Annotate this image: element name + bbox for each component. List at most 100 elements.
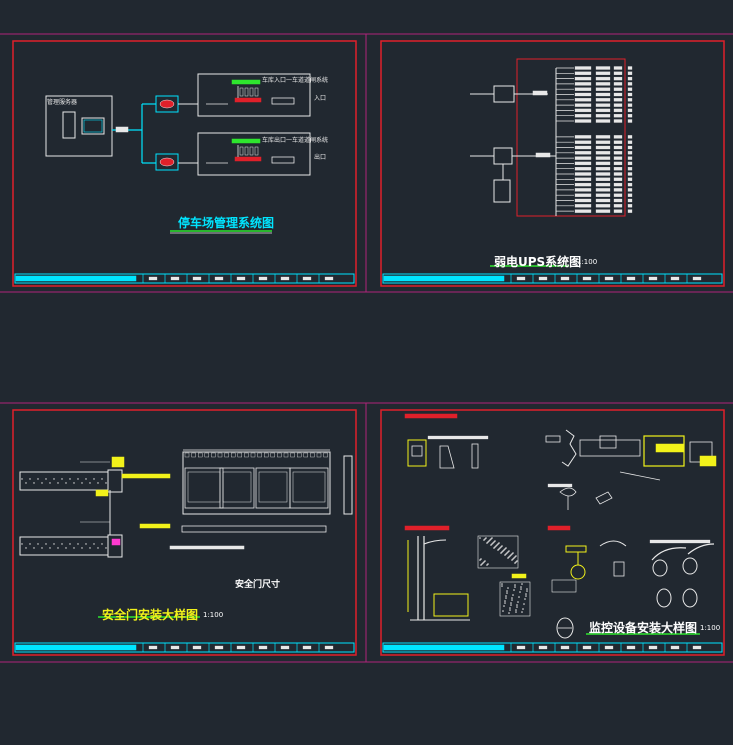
feeder-load <box>627 108 633 113</box>
door-ornament <box>277 452 282 458</box>
hatch-dot <box>49 482 51 484</box>
hatch-dot <box>61 478 63 480</box>
gravel-dot <box>509 609 511 611</box>
feeder-breaker <box>574 98 592 102</box>
gravel-dot <box>511 553 513 555</box>
hatch-dot <box>97 482 99 484</box>
feeder-breaker <box>574 209 592 213</box>
feeder-breaker <box>574 182 592 187</box>
lane-detail <box>239 87 244 97</box>
drawing-frame-1 <box>12 40 357 287</box>
gravel-dot <box>491 537 493 539</box>
door-ornament <box>323 452 328 458</box>
feeder-breaker <box>574 167 592 171</box>
gravel-dot <box>525 595 527 597</box>
feeder-load <box>627 71 633 75</box>
bracket-body <box>411 445 423 457</box>
door-ornament <box>283 452 289 458</box>
gravel-dot <box>495 545 497 547</box>
title-block-band-4 <box>383 644 505 651</box>
door-ornament <box>257 452 262 458</box>
gravel-dot <box>485 537 487 539</box>
gravel-dot <box>506 592 508 594</box>
feeder-breaker <box>574 135 592 139</box>
door-panel-inset <box>187 471 221 503</box>
dome-large-4 <box>682 588 698 608</box>
barrier-arm <box>271 156 295 164</box>
gravel-dot <box>510 602 512 604</box>
feeder-breaker <box>574 108 592 113</box>
gravel-dot <box>490 544 492 546</box>
red-label-2 <box>404 525 450 531</box>
gravel-dot <box>500 546 502 548</box>
ups-label-1 <box>532 90 548 96</box>
gravel-dot <box>509 555 511 557</box>
gravel-dot <box>494 546 496 548</box>
feeder-breaker <box>574 82 592 86</box>
gravel-dot <box>515 611 517 613</box>
door-panel-inset <box>222 471 252 503</box>
door-ornament <box>310 452 315 458</box>
ups-distribution-panel <box>516 58 626 217</box>
barrier-arm <box>271 97 295 105</box>
title-block-text <box>280 276 290 281</box>
feeder-label <box>595 177 611 181</box>
camera-label <box>649 539 711 544</box>
title-block-text <box>170 645 180 650</box>
bracket-label <box>427 435 489 440</box>
ups-unit-2 <box>493 147 513 165</box>
gravel-dot <box>524 598 526 600</box>
feeder-breaker <box>574 140 592 144</box>
feeder-tag <box>613 82 623 86</box>
gravel-dot <box>507 551 509 553</box>
server-tower <box>62 111 76 139</box>
gravel-dot <box>509 607 511 609</box>
server-cabinet <box>45 95 113 157</box>
magenta-mark <box>111 538 121 546</box>
hatch-dot <box>89 547 91 549</box>
feeder-tag <box>613 98 623 102</box>
gravel-dot <box>501 585 503 587</box>
feeder-tag <box>613 135 623 139</box>
title-block-4 <box>382 642 723 653</box>
feeder-load <box>627 188 633 192</box>
feeder-tag <box>613 140 623 144</box>
leader <box>619 471 661 481</box>
lane-detail <box>244 146 249 156</box>
gravel-dot <box>497 543 499 545</box>
feeder-breaker <box>574 172 592 176</box>
hatch-dot <box>81 482 83 484</box>
feeder-label <box>595 172 611 176</box>
feeder-breaker <box>574 198 592 203</box>
hatch-dot <box>29 478 31 480</box>
lane-red-bar <box>234 97 262 103</box>
gravel-dot <box>514 584 516 586</box>
feeder-tag <box>613 119 623 123</box>
feeder-label <box>595 193 611 197</box>
feeder-label <box>595 167 611 171</box>
hatch-dot <box>53 478 55 480</box>
hatch-dot <box>97 547 99 549</box>
title-block-text <box>192 276 202 281</box>
bracket-curve <box>599 540 627 547</box>
lane-detail <box>249 146 254 156</box>
feeder-load <box>627 182 633 187</box>
battery-pack <box>493 179 511 203</box>
feeder-tag <box>613 172 623 176</box>
title-block-text <box>192 645 202 650</box>
gravel-dot <box>521 611 523 613</box>
gravel-dot <box>501 551 503 553</box>
feeder-tag <box>613 66 623 70</box>
gravel-dot <box>512 552 514 554</box>
parking-server-label: 管理服务器 <box>47 99 78 106</box>
title-block-text <box>692 645 702 650</box>
sheet-ups-title: 弱电UPS系统图 <box>494 255 582 269</box>
gravel-dot <box>516 606 518 608</box>
feeder-breaker <box>574 87 592 91</box>
feeder-tag <box>613 87 623 91</box>
gravel-dot <box>522 608 524 610</box>
pole-base <box>433 593 469 617</box>
feeder-label <box>595 92 611 97</box>
camera-dome <box>570 564 586 580</box>
title-block-2 <box>382 273 723 284</box>
